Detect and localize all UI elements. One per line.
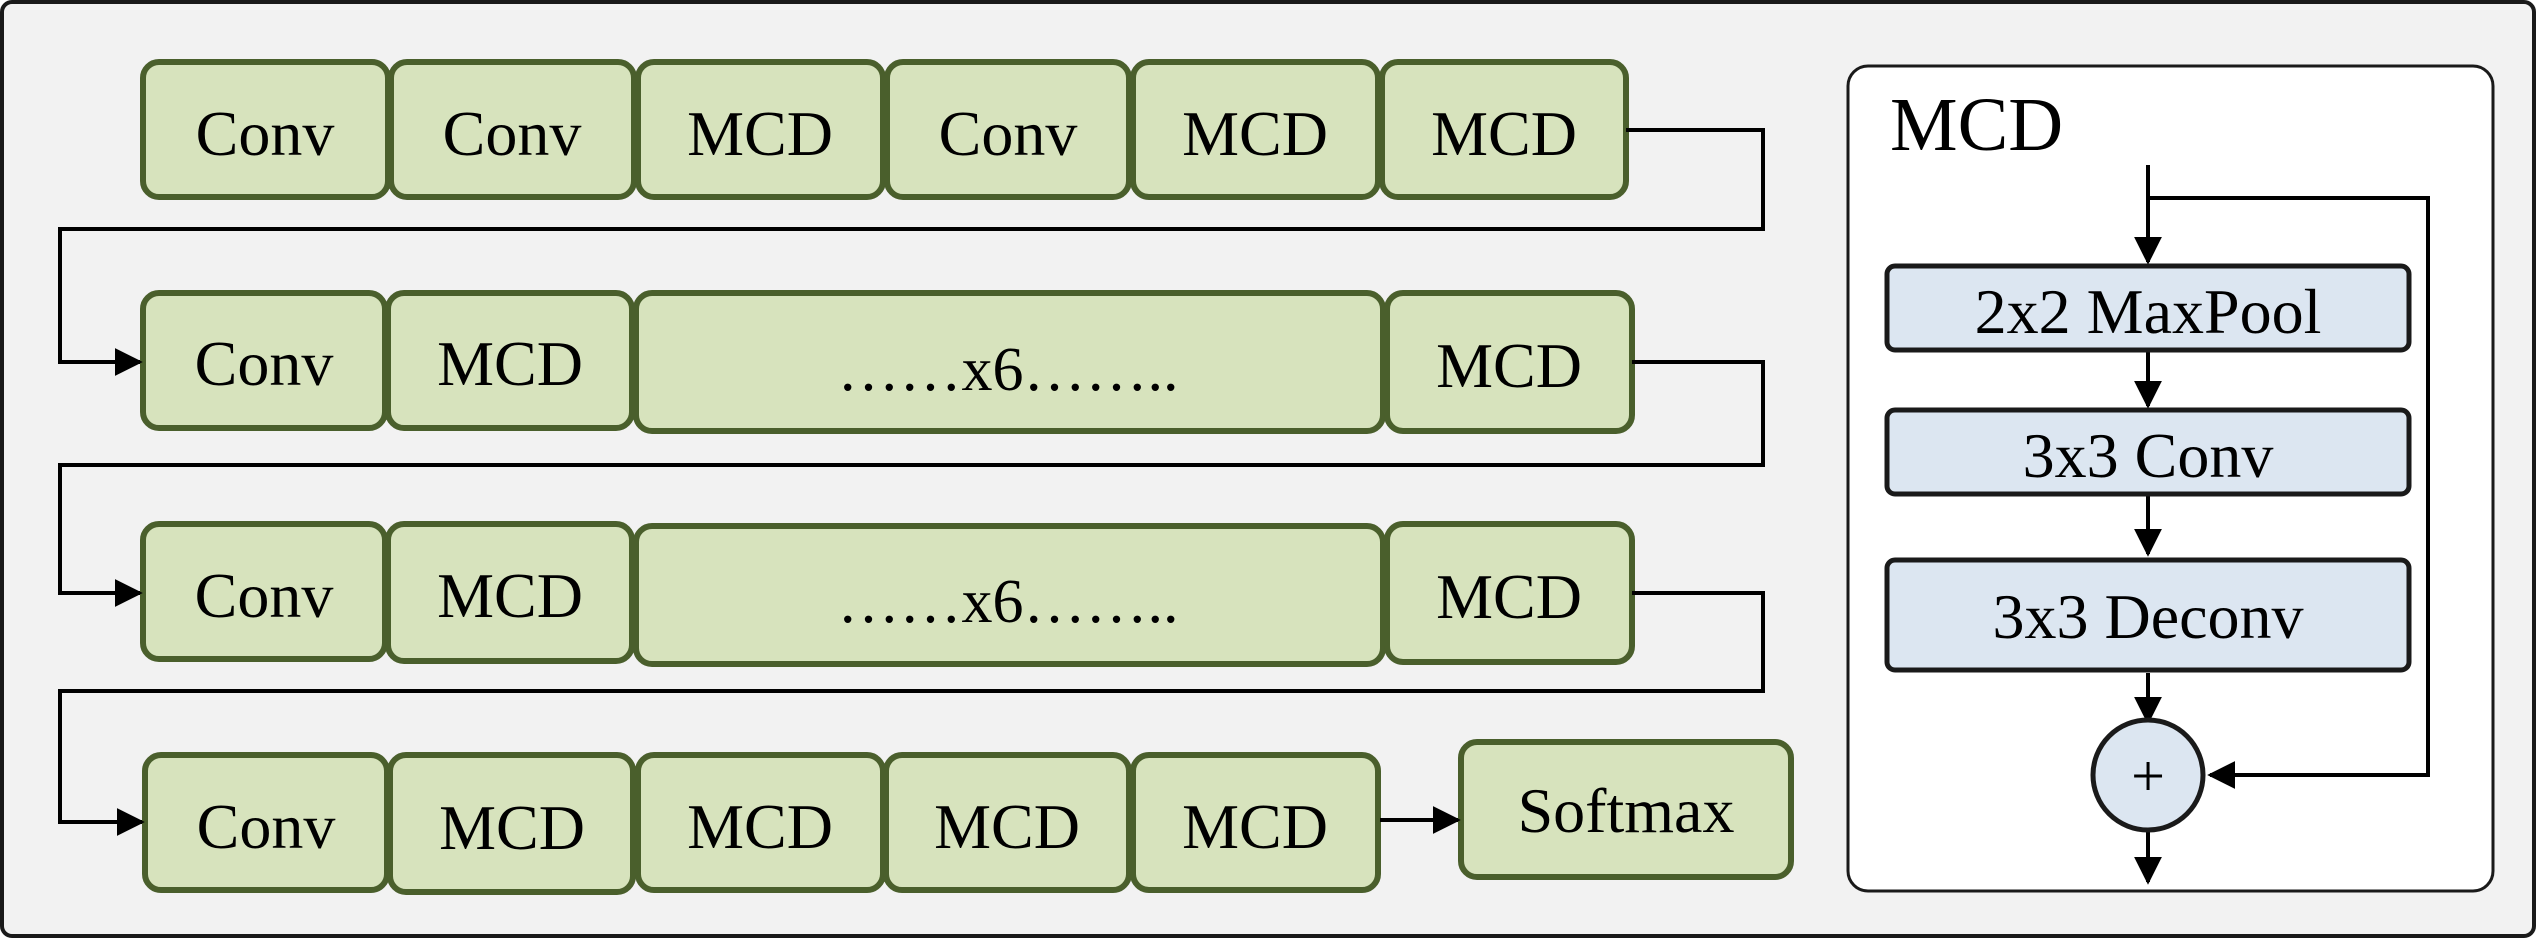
block-label: Conv <box>939 98 1078 169</box>
block <box>387 752 636 895</box>
block <box>633 290 1386 434</box>
block-label: MCD <box>1182 98 1328 169</box>
block-label: Conv <box>443 98 582 169</box>
block-label: MCD <box>687 791 833 862</box>
block-label: ……x6…….. <box>838 568 1179 636</box>
block-label: Conv <box>196 98 335 169</box>
block-label: MCD <box>1182 791 1328 862</box>
sum-node <box>2090 717 2206 833</box>
block <box>884 59 1132 200</box>
block-label: MCD <box>1436 561 1582 632</box>
conv-layer <box>1884 407 2412 497</box>
block <box>388 59 637 200</box>
mcd-panel-title: MCD <box>1890 83 2063 167</box>
mcd-panel: MCD 2x2 MaxPool 3x3 Conv 3x3 Deconv + <box>1846 64 2495 893</box>
block-label: MCD <box>687 98 833 169</box>
maxpool-layer <box>1884 263 2412 353</box>
block-label: MCD <box>437 560 583 631</box>
connector-row1-row2 <box>58 128 1765 376</box>
block-label: MCD <box>439 792 585 863</box>
block <box>385 290 635 431</box>
deconv-layer <box>1884 557 2412 673</box>
block <box>635 59 886 200</box>
row-connectors <box>58 128 1765 836</box>
block <box>1130 752 1381 893</box>
block <box>883 752 1132 893</box>
block-label: Conv <box>195 560 334 631</box>
deconv-label: 3x3 Deconv <box>1992 581 2303 652</box>
block <box>385 521 635 664</box>
block-label: MCD <box>934 791 1080 862</box>
block-label: ……x6…….. <box>838 336 1179 404</box>
block <box>1130 59 1381 200</box>
backbone-row-4: Conv MCD MCD MCD MCD Softmax <box>142 739 1794 895</box>
softmax-label: Softmax <box>1518 775 1735 846</box>
softmax-block <box>1458 739 1794 880</box>
block <box>633 523 1386 667</box>
conv-label: 3x3 Conv <box>2023 420 2274 491</box>
block-label: MCD <box>1436 330 1582 401</box>
block-label: MCD <box>437 328 583 399</box>
skip-connection <box>2148 196 2430 789</box>
maxpool-label: 2x2 MaxPool <box>1975 276 2322 347</box>
block-label: Conv <box>195 328 334 399</box>
backbone-row-2: Conv MCD ……x6…….. MCD <box>140 290 1635 434</box>
sum-symbol: + <box>2131 743 2165 809</box>
block-label: Conv <box>197 791 336 862</box>
connector-row3-row4 <box>58 591 1765 836</box>
backbone-row-3: Conv MCD ……x6…….. MCD <box>140 521 1635 667</box>
backbone-row-1: Conv Conv MCD Conv MCD MCD <box>140 59 1629 200</box>
connector-row2-row3 <box>58 360 1765 607</box>
block-label: MCD <box>1431 98 1577 169</box>
